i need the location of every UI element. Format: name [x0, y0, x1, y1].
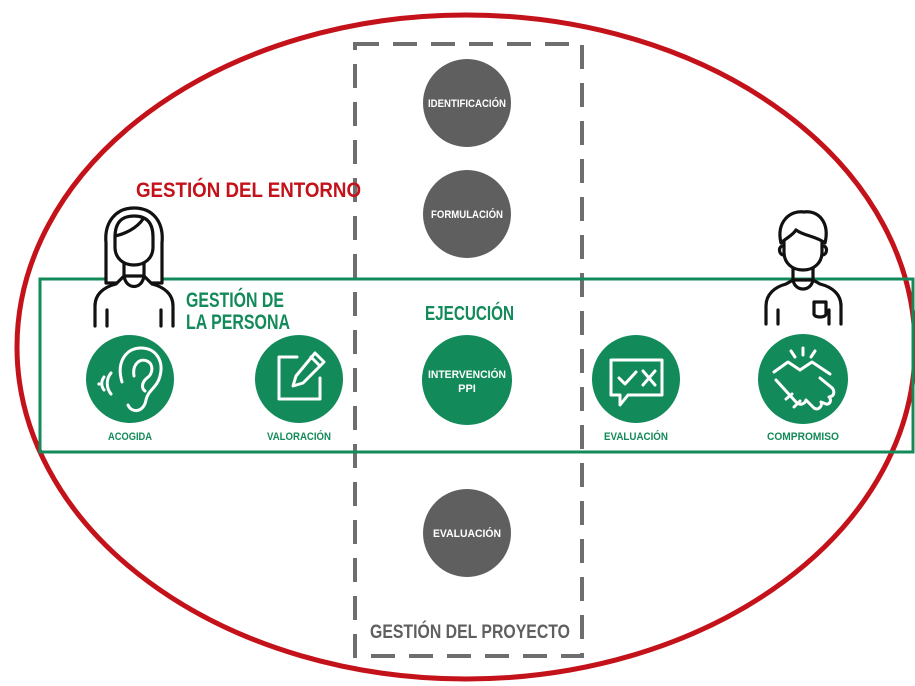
person-step-valoracion: VALORACIÓN	[255, 335, 343, 443]
woman-icon	[93, 206, 175, 328]
person-step-label: VALORACIÓN	[267, 430, 331, 443]
project-step-intervencion: INTERVENCIÓN PPI	[422, 335, 512, 425]
person-step-label: ACOGIDA	[108, 431, 152, 443]
check-cross-chat-icon	[609, 358, 664, 407]
person-title-line1: GESTIÓN DE	[186, 288, 284, 312]
person-title-line2: LA PERSONA	[186, 311, 290, 334]
ear-icon	[97, 346, 163, 413]
execution-title: EJECUCIÓN	[425, 301, 514, 325]
person-step-acogida: ACOGIDA	[86, 335, 174, 443]
project-step-label-line1: INTERVENCIÓN	[428, 368, 506, 381]
project-step-label: FORMULACIÓN	[431, 208, 503, 221]
project-step-label: IDENTIFICACIÓN	[428, 97, 506, 110]
man-icon	[764, 210, 843, 326]
person-step-label: EVALUACIÓN	[604, 430, 668, 443]
environment-title: GESTIÓN DEL ENTORNO	[136, 178, 361, 202]
environment-ellipse	[14, 12, 915, 682]
person-step-label: COMPROMISO	[767, 431, 839, 443]
project-step-label-line2: PPI	[458, 383, 476, 395]
project-step-identificacion: IDENTIFICACIÓN	[423, 59, 511, 147]
handshake-icon	[772, 346, 836, 411]
person-step-compromiso: COMPROMISO	[758, 334, 848, 443]
project-step-formulacion: FORMULACIÓN	[423, 170, 511, 258]
project-title: GESTIÓN DEL PROYECTO	[370, 621, 570, 643]
project-step-evaluacion: EVALUACIÓN	[423, 489, 511, 577]
project-dashed-box	[353, 42, 584, 658]
project-step-label: EVALUACIÓN	[433, 527, 501, 540]
edit-icon	[277, 351, 326, 401]
person-step-evaluacion: EVALUACIÓN	[592, 335, 680, 443]
person-band	[38, 277, 915, 454]
